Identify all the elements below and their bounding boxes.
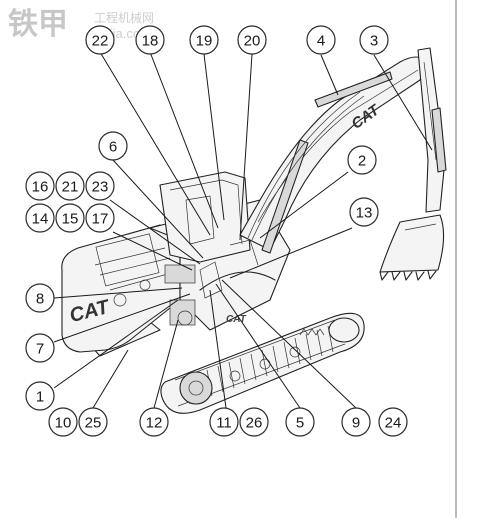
callout-number: 24 [385,415,402,432]
callout-circle [85,203,115,233]
callout-4: 4 [306,25,336,55]
watermark-site-cn: 工程机械网 [94,10,154,25]
bucket [379,214,445,281]
callout-circle [78,407,108,437]
callout-circle [55,203,85,233]
callout-number: 25 [85,415,102,432]
callout-number: 8 [36,291,44,308]
callout-circle [48,407,78,437]
callout-11: 11 [209,407,239,437]
callout-circle [25,203,55,233]
callout-circle [349,197,379,227]
upper-structure: CAT CAT [61,171,291,353]
callout-circle [378,407,408,437]
callout-23: 23 [85,171,115,201]
callout-circle [237,25,267,55]
callout-number: 16 [32,179,49,196]
callout-16: 16 [25,171,55,201]
callout-circle [189,25,219,55]
callout-8: 8 [25,283,55,313]
callout-circle [341,407,371,437]
callout-circle [209,407,239,437]
watermark: 铁甲 工程机械网 tiejia.com [8,8,154,41]
callout-26: 26 [239,407,269,437]
callout-circle [55,171,85,201]
callout-number: 23 [92,179,109,196]
callout-number: 22 [92,33,109,50]
callout-15: 15 [55,203,85,233]
callout-circle [347,145,377,175]
callout-21: 21 [55,171,85,201]
callout-number: 4 [317,33,325,50]
callout-circle [306,25,336,55]
callout-number: 3 [370,33,378,50]
leader-lines [53,51,433,409]
callout-number: 12 [146,415,163,432]
callout-circle [25,171,55,201]
callout-20: 20 [237,25,267,55]
callout-circle [98,131,128,161]
callout-12: 12 [139,407,169,437]
callout-22: 22 [85,25,115,55]
callout-2: 2 [347,145,377,175]
callout-circle [25,381,55,411]
callout-number: 21 [62,179,79,196]
callout-circle [285,407,315,437]
callout-number: 2 [358,153,366,170]
callout-number: 14 [32,211,49,228]
callout-19: 19 [189,25,219,55]
callout-circle [25,333,55,363]
callout-7: 7 [25,333,55,363]
cab-logo: CAT [226,314,247,325]
stick [417,47,447,213]
excavator-illustration: CAT CAT CAT [61,47,447,414]
callout-number: 11 [216,415,232,432]
callout-circle [85,25,115,55]
callout-9: 9 [341,407,371,437]
callout-number: 9 [352,415,360,432]
callout-layer: 22 18 19 20 4 3 6 2 16 21 23 13 14 15 17 8 7 1 10 25 12 11 26 5… [25,25,408,437]
callout-number: 7 [36,341,44,358]
callout-circle [85,171,115,201]
callout-number: 17 [92,211,109,228]
callout-6: 6 [98,131,128,161]
callout-number: 26 [246,415,263,432]
callout-number: 10 [55,415,72,432]
callout-1: 1 [25,381,55,411]
callout-number: 19 [196,33,213,50]
callout-circle [359,25,389,55]
callout-18: 18 [135,25,165,55]
callout-13: 13 [349,197,379,227]
watermark-brand: 铁甲 [8,8,68,41]
callout-circle [25,283,55,313]
callout-number: 15 [62,211,79,228]
callout-10: 10 [48,407,78,437]
callout-number: 5 [296,415,304,432]
callout-number: 1 [36,389,44,406]
callout-14: 14 [25,203,55,233]
callout-number: 20 [244,33,261,50]
callout-number: 18 [142,33,159,50]
callout-17: 17 [85,203,115,233]
callout-circle [135,25,165,55]
callout-number: 6 [109,139,117,156]
callout-circle [239,407,269,437]
callout-number: 13 [356,205,373,222]
callout-3: 3 [359,25,389,55]
callout-5: 5 [285,407,315,437]
callout-24: 24 [378,407,408,437]
callout-circle [139,407,169,437]
callout-25: 25 [78,407,108,437]
